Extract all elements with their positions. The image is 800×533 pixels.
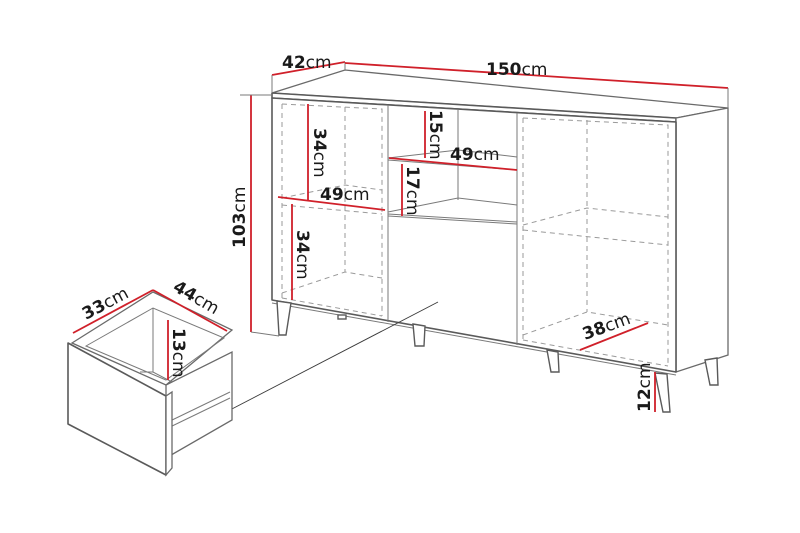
middle-shelf-width-line: [388, 157, 518, 171]
drawer-depth-line: [152, 289, 228, 332]
middle-drawer-front: [387, 215, 518, 225]
leg-front-middle: [412, 323, 426, 347]
middle-open-shelves: [387, 110, 518, 223]
cabinet-front: [271, 97, 677, 373]
depth-label: 42cm: [282, 53, 332, 73]
leg-back-right: [704, 357, 719, 386]
left-shelf-width-line: [277, 196, 386, 211]
leg-front-right: [654, 372, 671, 413]
drawer-width-line: [72, 289, 154, 334]
depth-dimension-line: [271, 61, 346, 76]
leg-height-label: 12cm: [635, 362, 655, 412]
left-shelf-width-label: 49cm: [320, 185, 370, 205]
width-label: 150cm: [486, 60, 547, 80]
cabinet-legs: [276, 300, 719, 413]
right-open-compartment: [522, 117, 669, 367]
left-upper-height-label: 34cm: [309, 128, 329, 178]
height-label: 103cm: [230, 187, 250, 248]
drawer-detail: [67, 291, 234, 477]
width-dimension-line: [344, 62, 729, 89]
middle-shelf-width-label: 49cm: [450, 145, 500, 165]
leg-back-middle: [546, 349, 560, 373]
right-depth-line: [579, 322, 649, 351]
cabinet-dimensions: 42cm 150cm 103cm 34cm 49cm 34cm: [230, 53, 729, 412]
left-open-compartment: [281, 103, 383, 317]
left-lower-height-label: 34cm: [292, 230, 312, 280]
drawer-height-label: 13cm: [168, 328, 188, 378]
cabinet-right-side: [675, 107, 729, 373]
middle-second-height-label: 17cm: [402, 166, 422, 216]
leg-front-left: [276, 300, 292, 336]
drawer-leader-line: [227, 301, 439, 412]
middle-top-height-label: 15cm: [425, 110, 445, 160]
sideboard-cabinet: [271, 69, 729, 413]
